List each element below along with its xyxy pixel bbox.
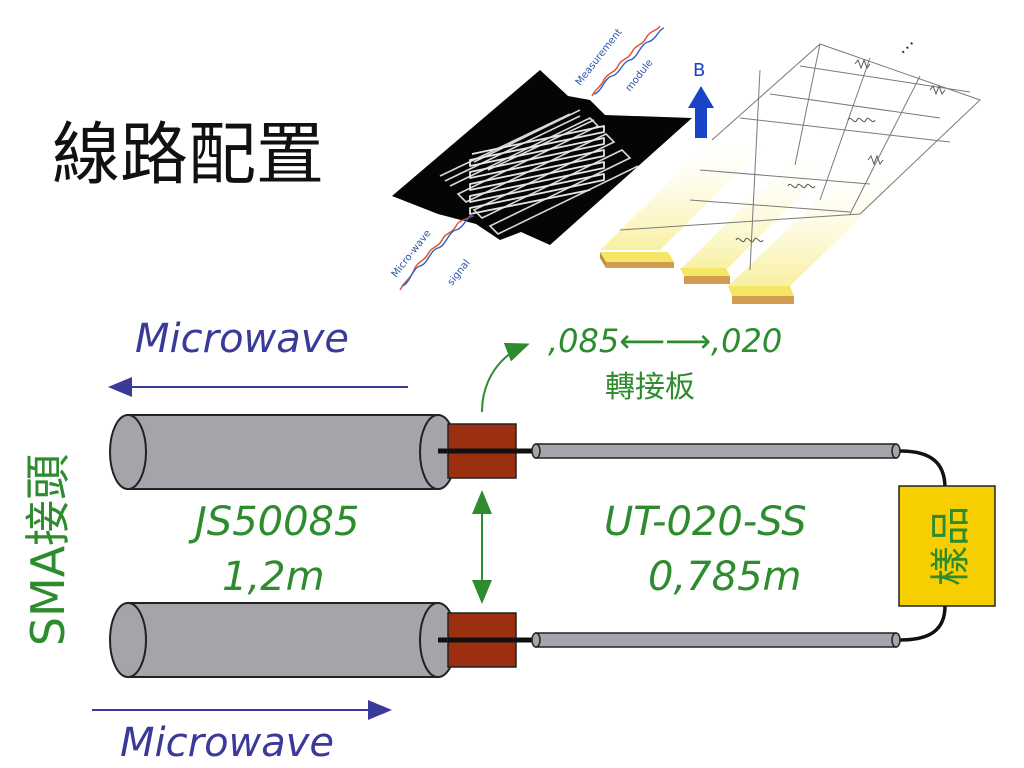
magnetic-field-arrow-icon: B bbox=[688, 60, 714, 138]
sample-box bbox=[898, 485, 996, 607]
micro-wave-label: Micro-wave bbox=[390, 228, 434, 280]
adapter-pointer-arrow bbox=[481, 342, 530, 413]
cable-right-length: 0,785m bbox=[648, 554, 801, 600]
sample-label: 樣品 bbox=[928, 506, 974, 586]
microwave-signal-icon: Micro-wave signal bbox=[390, 213, 475, 291]
circuit-schematic bbox=[619, 43, 981, 271]
cable-left-name: JS50085 bbox=[188, 499, 359, 545]
ellipsis-mark: ⋯ bbox=[894, 34, 922, 62]
adapter-name: 轉接板 bbox=[605, 370, 695, 405]
cable-js50085-bottom bbox=[109, 602, 457, 678]
field-label: B bbox=[693, 60, 705, 81]
cable-ut020-bottom bbox=[531, 632, 901, 648]
wire-to-sample-top bbox=[899, 449, 947, 489]
microwave-label-bottom: Microwave bbox=[120, 720, 334, 766]
cable-left-length: 1,2m bbox=[222, 554, 325, 600]
cable-ut020-top bbox=[531, 443, 901, 459]
module-label: module bbox=[624, 58, 656, 94]
cable-right-name: UT-020-SS bbox=[604, 499, 807, 545]
adapter-spec: ,085⟵⟶,020 bbox=[548, 322, 782, 360]
wire-to-sample-bottom bbox=[899, 605, 947, 642]
microwave-label-top: Microwave bbox=[135, 316, 349, 362]
sample-label-wrap: 樣品 bbox=[899, 486, 995, 606]
meander-line bbox=[469, 125, 605, 215]
page-title: 線路配置 bbox=[52, 116, 324, 195]
cable-js50085-top bbox=[109, 414, 457, 490]
signal-label: signal bbox=[446, 258, 473, 288]
yellow-conductor-strips bbox=[600, 140, 910, 304]
sma-connector-label-wrap: SMA接頭 bbox=[10, 435, 80, 665]
measurement-signal-icon: Measurement module bbox=[574, 25, 665, 97]
sma-connector-label: SMA接頭 bbox=[21, 453, 76, 647]
measurement-label: Measurement bbox=[574, 27, 625, 88]
